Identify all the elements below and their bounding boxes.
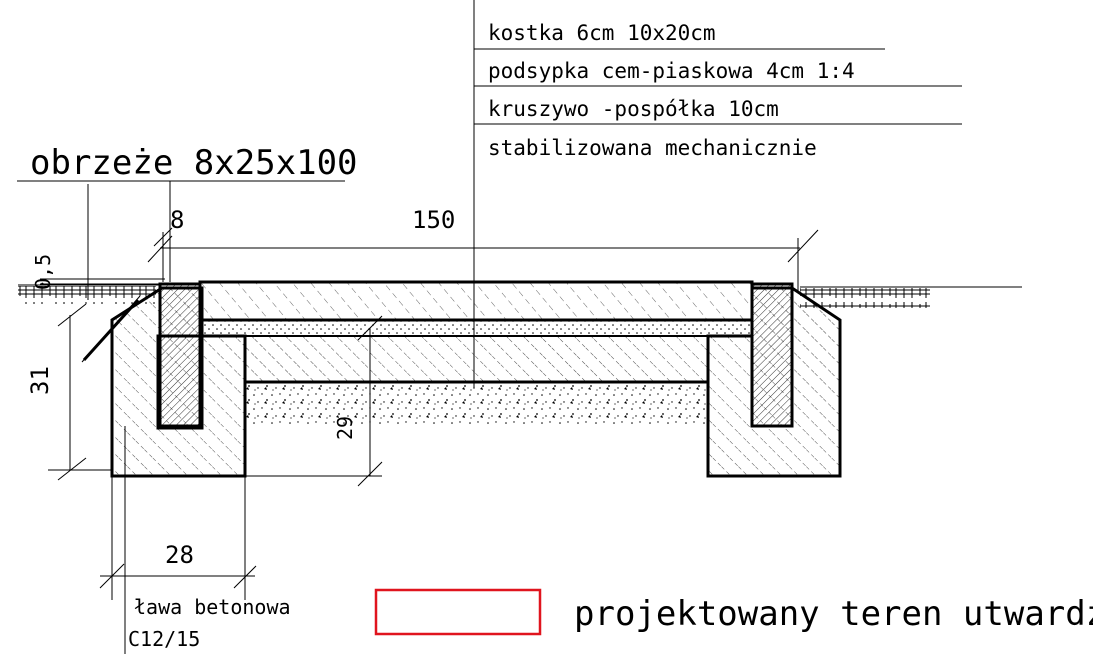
layer-paver bbox=[198, 280, 754, 322]
dimension-tick-31-top bbox=[57, 303, 87, 327]
dimension-tick-150-left bbox=[147, 235, 173, 263]
layer-label-paver: kostka 6cm 10x20cm bbox=[488, 21, 716, 45]
curb-left bbox=[158, 282, 202, 428]
legend-swatch bbox=[374, 588, 542, 636]
dimension-curb-width: 8 bbox=[170, 206, 184, 234]
dimension-depth-total: 31 bbox=[26, 366, 54, 395]
dimension-tick-8 bbox=[153, 227, 173, 247]
dimension-aggregate-depth: 29 bbox=[333, 416, 357, 440]
curb-label: obrzeże 8x25x100 bbox=[30, 143, 358, 183]
layer-aggregate bbox=[244, 335, 709, 383]
layer-label-aggregate: kruszywo -pospółka 10cm bbox=[488, 97, 779, 121]
terrain-grass-left bbox=[18, 286, 156, 304]
dimension-tick-31-bottom bbox=[57, 457, 87, 481]
dimension-tick-28-right bbox=[233, 565, 257, 589]
layer-label-bedding: podsypka cem-piaskowa 4cm 1:4 bbox=[488, 59, 855, 83]
terrain-grass-right bbox=[800, 288, 930, 308]
dimension-width-total: 150 bbox=[412, 206, 455, 234]
slope-edge-left bbox=[82, 298, 140, 362]
dimension-tick-29-bottom bbox=[357, 461, 383, 487]
layer-stabilized bbox=[245, 382, 708, 426]
layer-label-stabilized: stabilizowana mechanicznie bbox=[488, 136, 817, 160]
layer-bedding bbox=[199, 319, 753, 337]
footing-label-line2: C12/15 bbox=[128, 627, 200, 651]
dimension-footing-width: 28 bbox=[165, 541, 194, 569]
footing-label-line1: ława betonowa bbox=[134, 595, 291, 619]
dimension-tick-150-right bbox=[787, 229, 819, 263]
curb-right bbox=[750, 282, 794, 428]
legend-label: projektowany teren utwardzony bbox=[574, 594, 1093, 634]
dimension-tick-29-top bbox=[357, 315, 383, 341]
dimension-tick-28-left bbox=[99, 563, 125, 589]
